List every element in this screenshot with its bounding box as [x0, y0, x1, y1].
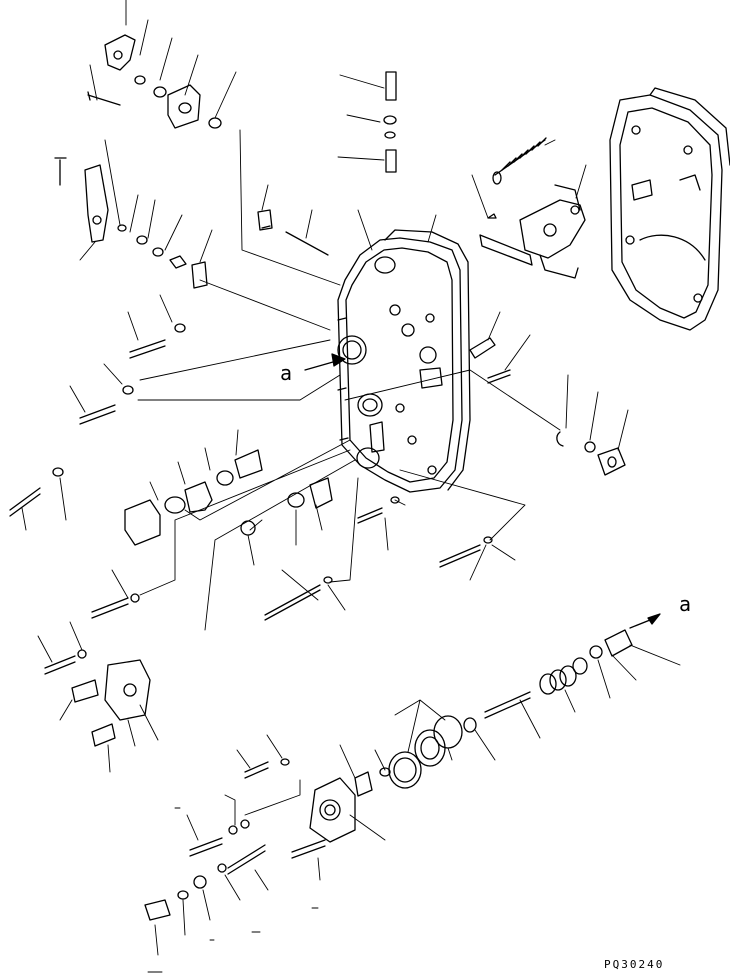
bolts-and-studs	[10, 72, 510, 516]
view-label-a-upper: a	[280, 361, 293, 385]
view-label-a-lower: a	[679, 592, 692, 616]
governor-cover	[610, 88, 730, 330]
view-arrow-a-upper	[305, 354, 345, 370]
right-small-parts	[557, 432, 625, 475]
governor-lever-assembly	[480, 138, 585, 278]
leader-lines	[22, 0, 680, 972]
lower-flange-assembly	[145, 716, 476, 920]
governor-housing	[338, 230, 470, 492]
part-code: PQ30240	[604, 958, 665, 971]
upper-bracket-parts	[55, 35, 221, 288]
spring-assembly	[485, 614, 660, 718]
middle-left-parts	[45, 450, 492, 746]
